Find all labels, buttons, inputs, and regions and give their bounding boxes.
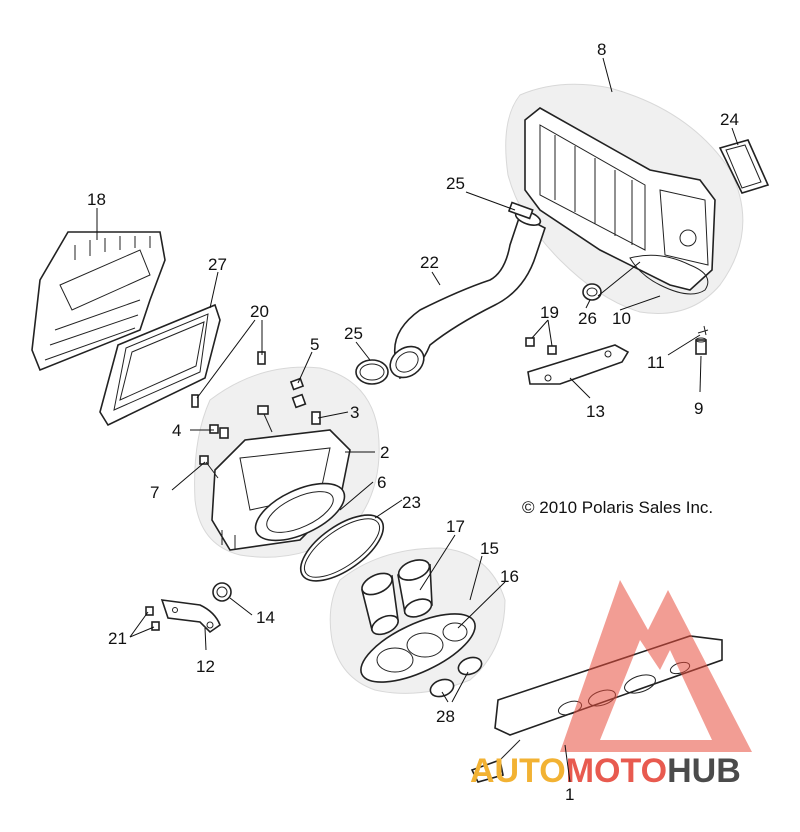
watermark-logo <box>560 580 752 752</box>
callout-numbers: 8 24 18 25 22 27 20 19 26 10 25 5 11 13 … <box>87 40 739 804</box>
callout-12: 12 <box>196 657 215 676</box>
filter-housing-part-18 <box>31 231 166 372</box>
callout-10: 10 <box>612 309 631 328</box>
watermark-text-hub: HUB <box>667 752 741 790</box>
copyright-notice: © 2010 Polaris Sales Inc. <box>522 498 713 517</box>
callout-8: 8 <box>597 40 606 59</box>
watermark-triangle <box>560 580 752 752</box>
callout-9: 9 <box>694 399 703 418</box>
air-filter-part-27 <box>99 303 221 427</box>
fittings-parts-3-4-5-7 <box>191 351 321 479</box>
callout-28: 28 <box>436 707 455 726</box>
callout-13: 13 <box>586 402 605 421</box>
clamps-part-28 <box>429 656 483 698</box>
callout-25-lower: 25 <box>344 324 363 343</box>
callout-7: 7 <box>150 483 159 502</box>
callout-15: 15 <box>480 539 499 558</box>
seal-part-23 <box>299 514 385 582</box>
callout-27: 27 <box>208 255 227 274</box>
callout-1: 1 <box>565 785 574 804</box>
plug-part-26 <box>582 283 602 301</box>
callout-4: 4 <box>172 421 181 440</box>
callout-2: 2 <box>380 443 389 462</box>
grommet-part-14 <box>212 582 232 602</box>
watermark-text-auto: AUTO <box>470 752 566 790</box>
callout-22: 22 <box>420 253 439 272</box>
gasket-part-24 <box>718 139 770 194</box>
callout-19: 19 <box>540 303 559 322</box>
fitting-part-9 <box>695 337 707 355</box>
clamp-part-25-lower <box>355 359 389 385</box>
watermark-text-moto: MOTO <box>566 752 667 790</box>
bracket-part-12 <box>160 599 221 634</box>
callout-3: 3 <box>350 403 359 422</box>
callout-21: 21 <box>108 629 127 648</box>
svg-text:AUTOMOTOHUB: AUTOMOTOHUB <box>470 752 741 790</box>
callout-18: 18 <box>87 190 106 209</box>
callout-14: 14 <box>256 608 275 627</box>
airbox-cover-part-8 <box>505 83 744 314</box>
screws-part-21 <box>145 606 160 631</box>
callout-11: 11 <box>647 353 665 372</box>
callout-6: 6 <box>377 473 386 492</box>
callout-25-upper: 25 <box>446 174 465 193</box>
bracket-part-13 <box>527 344 630 385</box>
callout-23: 23 <box>402 493 421 512</box>
clip-part-11 <box>697 325 709 336</box>
tubes-part-17 <box>361 559 433 636</box>
intake-duct-part-22 <box>389 210 546 380</box>
leader-lines <box>96 57 739 783</box>
callout-20: 20 <box>250 302 269 321</box>
callout-26: 26 <box>578 309 597 328</box>
clamp-part-25-upper <box>507 201 534 220</box>
callout-16: 16 <box>500 567 519 586</box>
callout-17: 17 <box>446 517 465 536</box>
callout-5: 5 <box>310 335 319 354</box>
callout-24: 24 <box>720 110 739 129</box>
